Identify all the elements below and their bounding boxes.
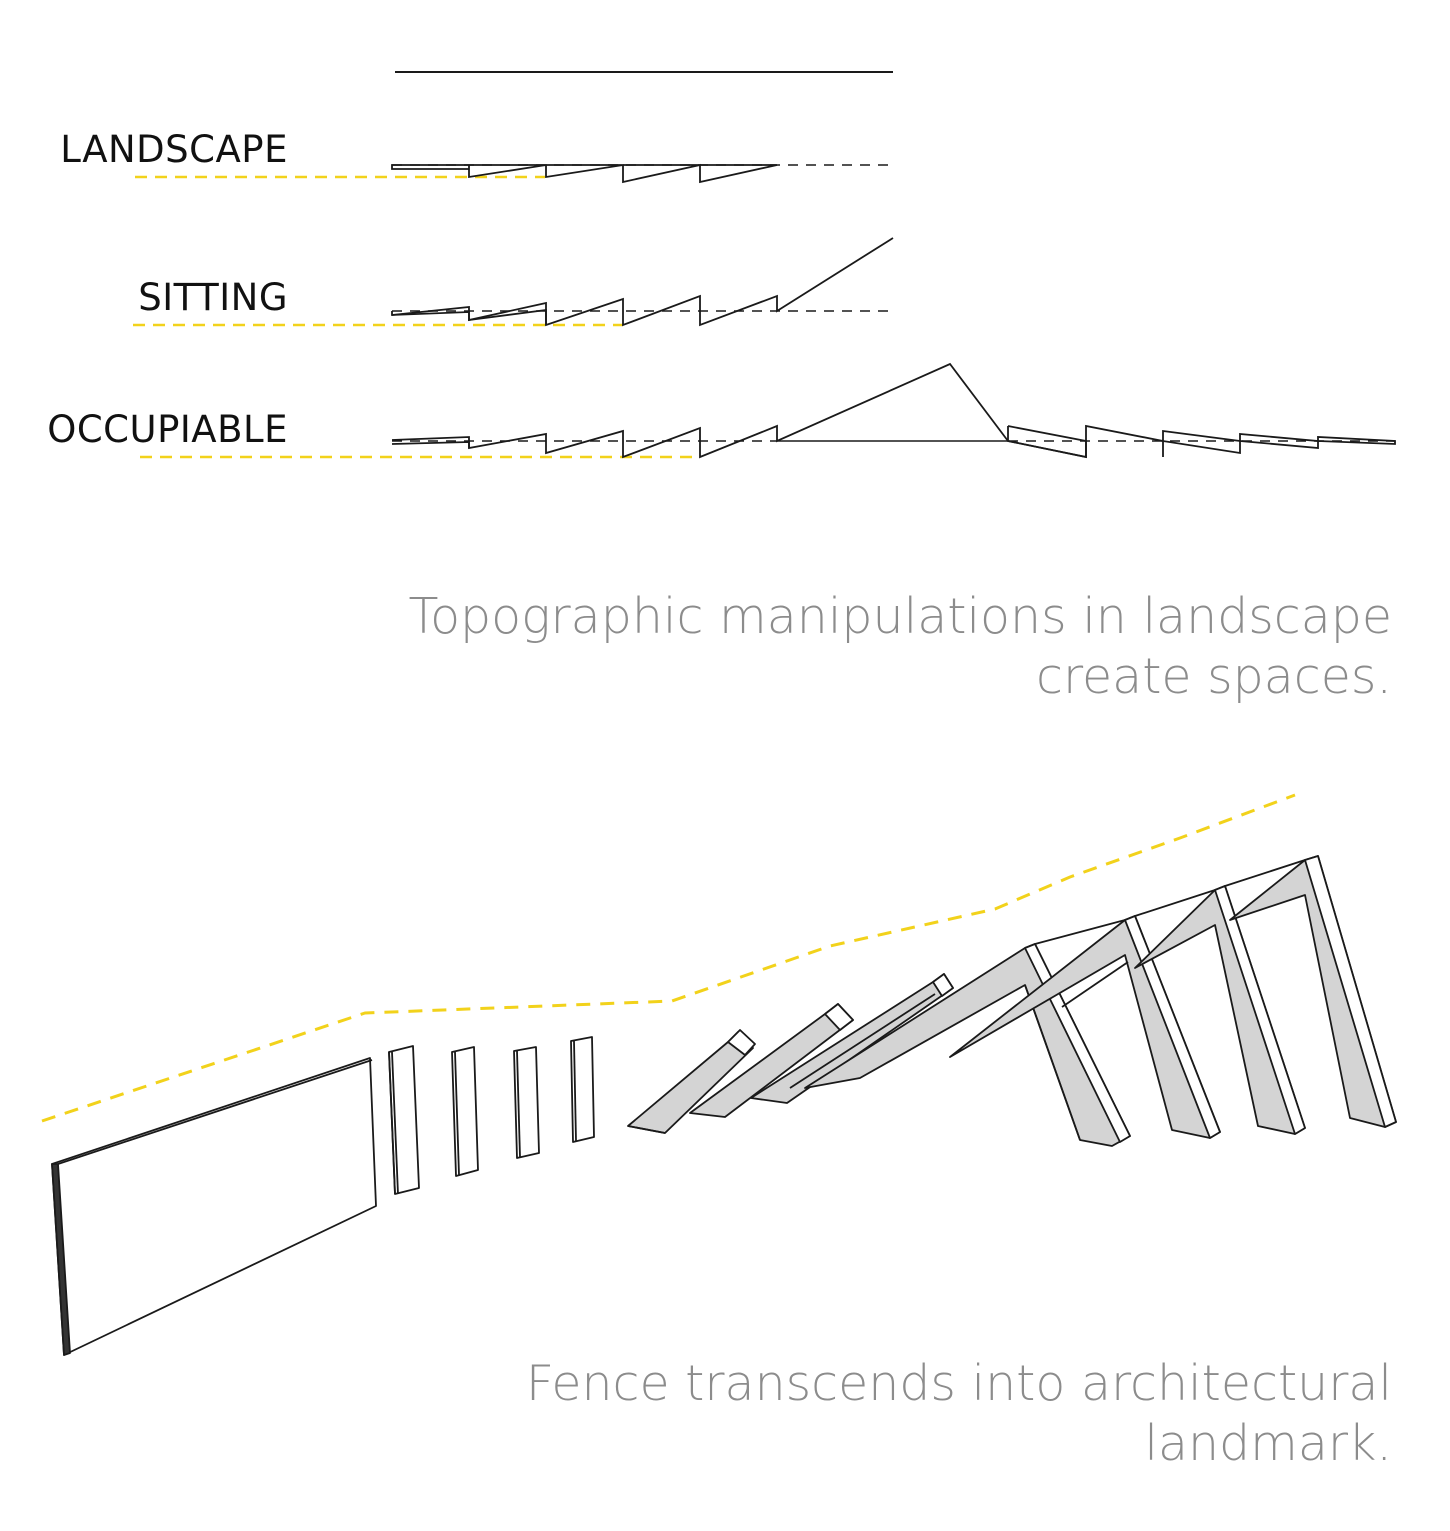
occupiable-profile-right-3 [1162, 439, 1319, 457]
fence-wall-panel-edge [51, 1163, 71, 1356]
landscape-section-drawing [135, 163, 893, 184]
fence-posts [388, 1036, 595, 1195]
fence-perspective-drawing [41, 793, 1397, 1356]
topography-caption-line-1: Topographic manipulations in landscape [408, 588, 1392, 645]
fence-accent-dashed-curve [41, 793, 1296, 1123]
fence-slanted-beams [627, 973, 954, 1134]
landscape-label: LANDSCAPE [60, 128, 288, 171]
occupiable-profile-left-lower [391, 441, 470, 448]
fence-caption-line-1: Fence transcends into architectural [525, 1355, 1392, 1412]
topography-caption-line-2: create spaces. [1036, 648, 1392, 705]
occupiable-section-drawing [140, 362, 1396, 459]
sitting-label: SITTING [138, 276, 288, 319]
fence-frames [804, 855, 1397, 1147]
sitting-section-drawing [133, 237, 894, 327]
topography-caption: Topographic manipulations in landscape c… [408, 587, 1392, 707]
occupiable-profile-left [391, 362, 1009, 459]
sitting-profile-lower [391, 308, 547, 325]
occupiable-label: OCCUPIABLE [47, 408, 288, 451]
fence-caption-line-2: landmark. [1144, 1415, 1392, 1472]
landscape-profile [391, 163, 778, 184]
fence-caption: Fence transcends into architectural land… [526, 1354, 1392, 1474]
